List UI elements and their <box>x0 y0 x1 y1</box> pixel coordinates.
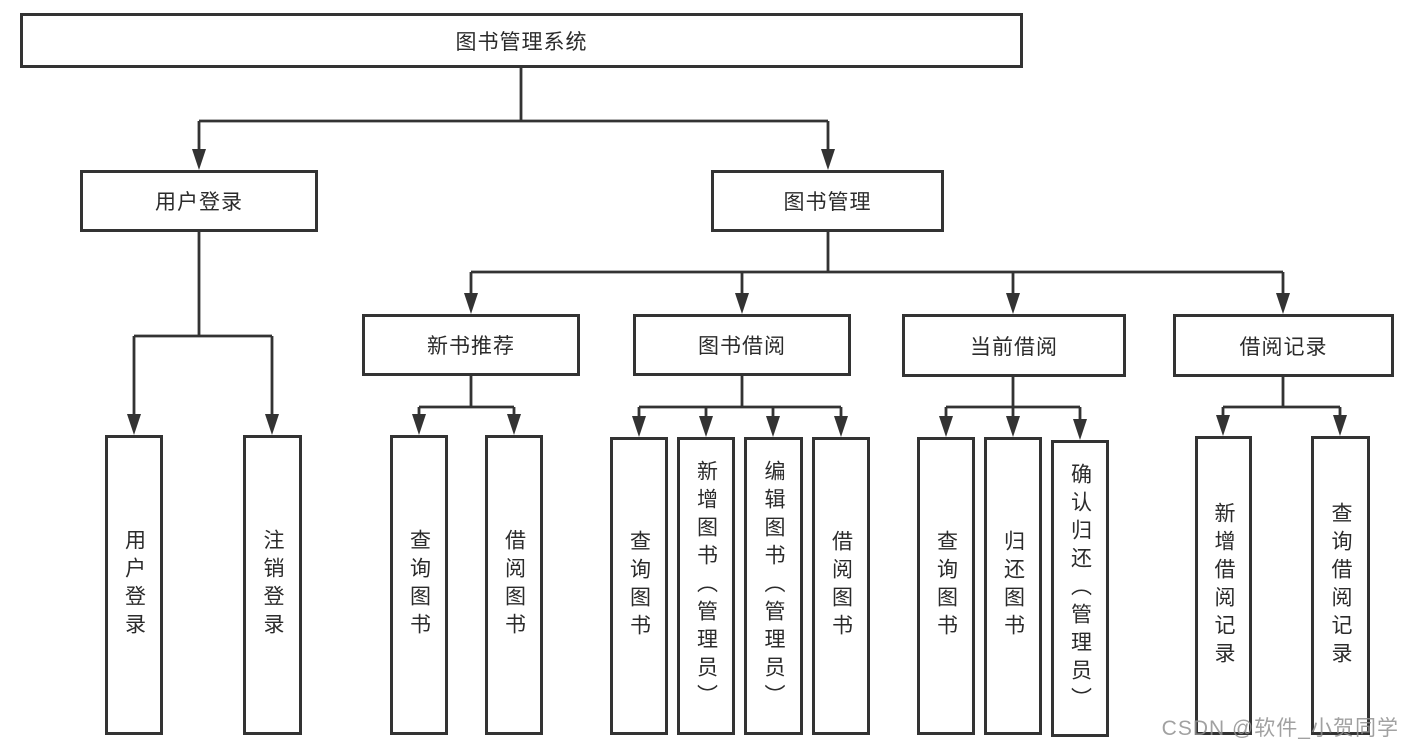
node-borrowing-records: 借阅记录 <box>1173 314 1394 377</box>
watermark: CSDN @软件_小贺同学 <box>1161 717 1399 740</box>
leaf-user-login: 用户登录 <box>105 435 163 735</box>
leaf-current-return-books: 归还图书 <box>984 437 1042 735</box>
leaf-records-query-record: 查询借阅记录 <box>1311 436 1370 735</box>
leaf-recommend-query-books: 查询图书 <box>390 435 448 735</box>
leaf-recommend-borrow-books: 借阅图书 <box>485 435 543 735</box>
node-book-borrowing: 图书借阅 <box>633 314 851 376</box>
leaf-current-query-books: 查询图书 <box>917 437 975 735</box>
leaf-records-add-record: 新增借阅记录 <box>1195 436 1252 735</box>
node-user-login: 用户登录 <box>80 170 318 232</box>
leaf-borrowing-add-books-admin: 新增图书（管理员） <box>677 437 735 735</box>
leaf-logout: 注销登录 <box>243 435 302 735</box>
node-library-management-system: 图书管理系统 <box>20 13 1023 68</box>
node-new-book-recommend: 新书推荐 <box>362 314 580 376</box>
leaf-current-confirm-return-admin: 确认归还（管理员） <box>1051 440 1109 737</box>
leaf-borrowing-query-books: 查询图书 <box>610 437 668 735</box>
leaf-borrowing-edit-books-admin: 编辑图书（管理员） <box>744 437 803 735</box>
node-current-borrowing: 当前借阅 <box>902 314 1126 377</box>
leaf-borrowing-borrow-books: 借阅图书 <box>812 437 870 735</box>
node-book-management: 图书管理 <box>711 170 944 232</box>
